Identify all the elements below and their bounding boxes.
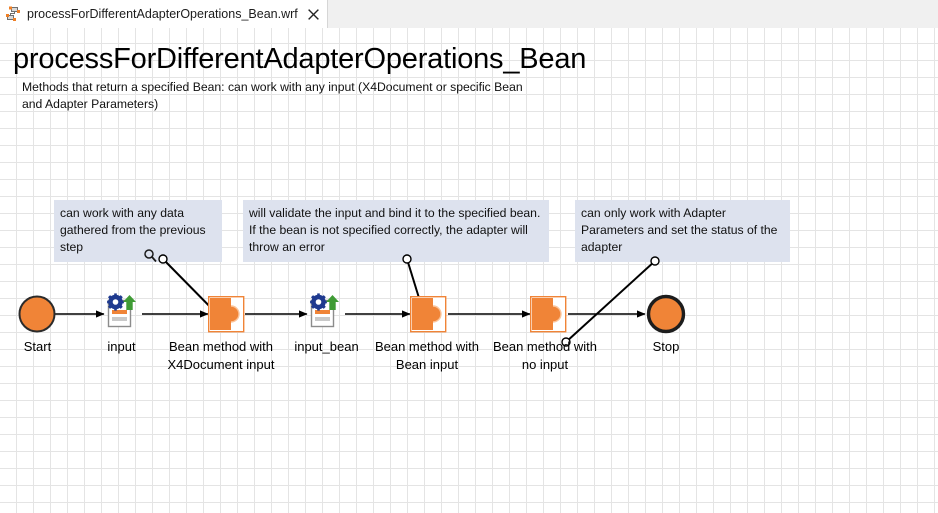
page-subtitle: Methods that return a specified Bean: ca… xyxy=(22,80,523,111)
node-bean-no-input[interactable] xyxy=(529,295,567,333)
annotation-note[interactable]: can only work with Adapter Parameters an… xyxy=(575,200,790,262)
node-start[interactable] xyxy=(18,295,56,333)
close-icon[interactable] xyxy=(307,8,320,21)
node-bean-x4document[interactable] xyxy=(207,295,245,333)
leader-endpoint xyxy=(650,256,660,266)
leader-line-note-2 xyxy=(565,260,656,343)
puzzle-piece-icon[interactable] xyxy=(207,295,245,333)
node-label-bean-bean: Bean method with Bean input xyxy=(374,339,480,372)
diagram-canvas[interactable]: processForDifferentAdapterOperations_Bea… xyxy=(0,28,938,513)
tab-bar: processForDifferentAdapterOperations_Bea… xyxy=(0,0,938,28)
node-label-input-bean: input_bean xyxy=(294,339,359,354)
node-label-stop: Stop xyxy=(652,339,680,354)
node-bean-bean-input[interactable] xyxy=(409,295,447,333)
node-stop[interactable] xyxy=(646,294,686,334)
start-circle-icon[interactable] xyxy=(18,295,56,333)
tab-process-for-different-adapter-operations[interactable]: processForDifferentAdapterOperations_Bea… xyxy=(0,0,328,28)
leader-endpoint xyxy=(158,254,168,264)
document-gear-icon[interactable] xyxy=(107,293,136,328)
page-title: processForDifferentAdapterOperations_Bea… xyxy=(13,43,587,75)
node-input[interactable] xyxy=(107,293,136,328)
annotation-note[interactable]: can work with any data gathered from the… xyxy=(54,200,222,262)
node-label-input: input xyxy=(107,339,136,354)
diagram-graphics xyxy=(18,249,686,347)
document-gear-icon[interactable] xyxy=(310,293,339,328)
puzzle-piece-icon[interactable] xyxy=(529,295,567,333)
annotation-note[interactable]: will validate the input and bind it to t… xyxy=(243,200,549,262)
leader-endpoint xyxy=(561,337,571,347)
magnifier-cursor xyxy=(144,249,157,263)
tab-label: processForDifferentAdapterOperations_Bea… xyxy=(27,7,298,21)
node-input-bean[interactable] xyxy=(310,293,339,328)
puzzle-piece-icon[interactable] xyxy=(409,295,447,333)
leader-endpoint xyxy=(402,254,412,264)
node-label-bean-none: Bean method with no input xyxy=(492,339,598,372)
workflow-diagram-icon xyxy=(6,6,20,21)
node-label-start: Start xyxy=(23,339,52,354)
stop-circle-icon[interactable] xyxy=(646,294,686,334)
node-label-bean-x4: Bean method with X4Document input xyxy=(167,339,275,372)
